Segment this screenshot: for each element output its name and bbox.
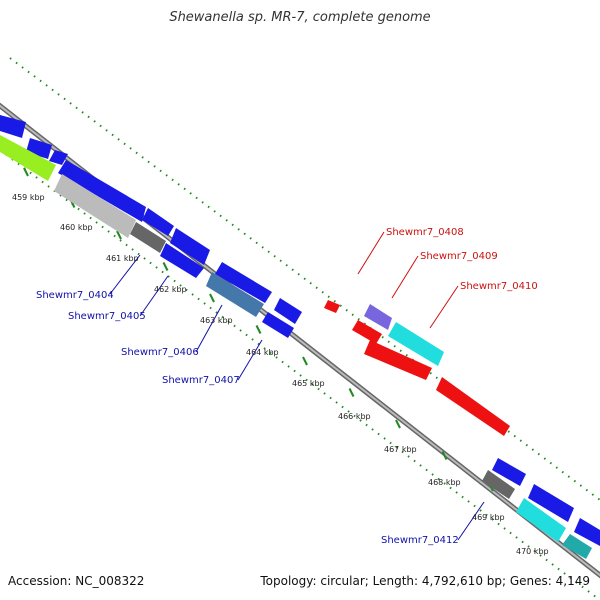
backbone bbox=[0, 102, 600, 579]
gene-feature bbox=[492, 458, 526, 486]
gene-feature bbox=[324, 300, 340, 313]
gene-feature bbox=[0, 115, 26, 138]
topology-text: Topology: circular; Length: 4,792,610 bp… bbox=[260, 574, 590, 588]
gene-feature bbox=[215, 262, 272, 303]
tick-label: 468 kbp bbox=[428, 478, 461, 487]
tick-mark bbox=[395, 419, 401, 429]
tick-label: 460 kbp bbox=[60, 223, 93, 232]
tick-label: 461 kbp bbox=[106, 254, 139, 263]
gene-feature bbox=[142, 208, 174, 236]
gene-feature bbox=[516, 498, 566, 542]
gene-feature bbox=[388, 322, 444, 366]
tick-labels: 459 kbp 460 kbp 461 kbp 462 kbp 463 kbp … bbox=[12, 193, 549, 556]
gene-label[interactable]: Shewmr7_0405 bbox=[68, 311, 146, 322]
accession-text: Accession: NC_008322 bbox=[8, 574, 145, 588]
gene-feature bbox=[364, 304, 392, 330]
gene-feature bbox=[436, 377, 510, 436]
tick-label: 462 kbp bbox=[154, 285, 187, 294]
reverse-strand-genes bbox=[0, 115, 600, 559]
gene-label[interactable]: Shewmr7_0407 bbox=[162, 375, 240, 386]
tick-mark bbox=[116, 230, 122, 240]
gene-feature bbox=[170, 228, 210, 265]
gene-label[interactable]: Shewmr7_0409 bbox=[420, 251, 498, 262]
gene-feature bbox=[0, 135, 56, 181]
gene-feature bbox=[528, 484, 574, 522]
gene-labels-forward: Shewmr7_0408 Shewmr7_0409 Shewmr7_0410 bbox=[386, 227, 538, 292]
tick-label: 470 kbp bbox=[516, 547, 549, 556]
gene-feature bbox=[364, 340, 432, 380]
tick-label: 463 kbp bbox=[200, 316, 233, 325]
tick-mark bbox=[302, 356, 308, 366]
gene-feature bbox=[58, 160, 146, 222]
tick-mark bbox=[209, 293, 215, 303]
tick-label: 465 kbp bbox=[292, 379, 325, 388]
gene-feature bbox=[49, 150, 68, 165]
gene-feature bbox=[352, 320, 382, 344]
gene-feature bbox=[274, 298, 302, 324]
gene-label[interactable]: Shewmr7_0412 bbox=[381, 535, 459, 546]
gene-label[interactable]: Shewmr7_0410 bbox=[460, 281, 538, 292]
gene-feature bbox=[160, 243, 204, 278]
gene-feature bbox=[54, 174, 136, 238]
gene-feature bbox=[562, 534, 592, 559]
tick-mark bbox=[23, 167, 29, 177]
tick-label: 459 kbp bbox=[12, 193, 45, 202]
dotted-inner-ring bbox=[0, 149, 600, 600]
gene-label[interactable]: Shewmr7_0406 bbox=[121, 347, 199, 358]
label-leaders bbox=[109, 231, 485, 541]
dotted-outer-ring bbox=[9, 57, 600, 501]
tick-label: 466 kbp bbox=[338, 412, 371, 421]
tick-mark bbox=[348, 388, 355, 397]
map-title: Shewanella sp. MR-7, complete genome bbox=[169, 10, 431, 25]
tick-label: 464 kbp bbox=[246, 348, 279, 357]
gene-feature bbox=[206, 272, 264, 317]
tick-label: 469 kbp bbox=[472, 513, 505, 522]
gene-feature bbox=[482, 470, 515, 499]
gene-feature bbox=[262, 312, 294, 338]
forward-strand-genes bbox=[324, 300, 510, 436]
gene-label[interactable]: Shewmr7_0404 bbox=[36, 290, 114, 301]
gene-label[interactable]: Shewmr7_0408 bbox=[386, 227, 464, 238]
tick-mark bbox=[255, 325, 262, 334]
gene-feature bbox=[574, 518, 600, 546]
tick-mark bbox=[441, 451, 448, 460]
gene-feature bbox=[130, 222, 166, 253]
tick-mark bbox=[162, 262, 169, 271]
tick-label: 467 kbp bbox=[384, 445, 417, 454]
gene-labels-reverse: Shewmr7_0404 Shewmr7_0405 Shewmr7_0406 S… bbox=[36, 290, 459, 546]
